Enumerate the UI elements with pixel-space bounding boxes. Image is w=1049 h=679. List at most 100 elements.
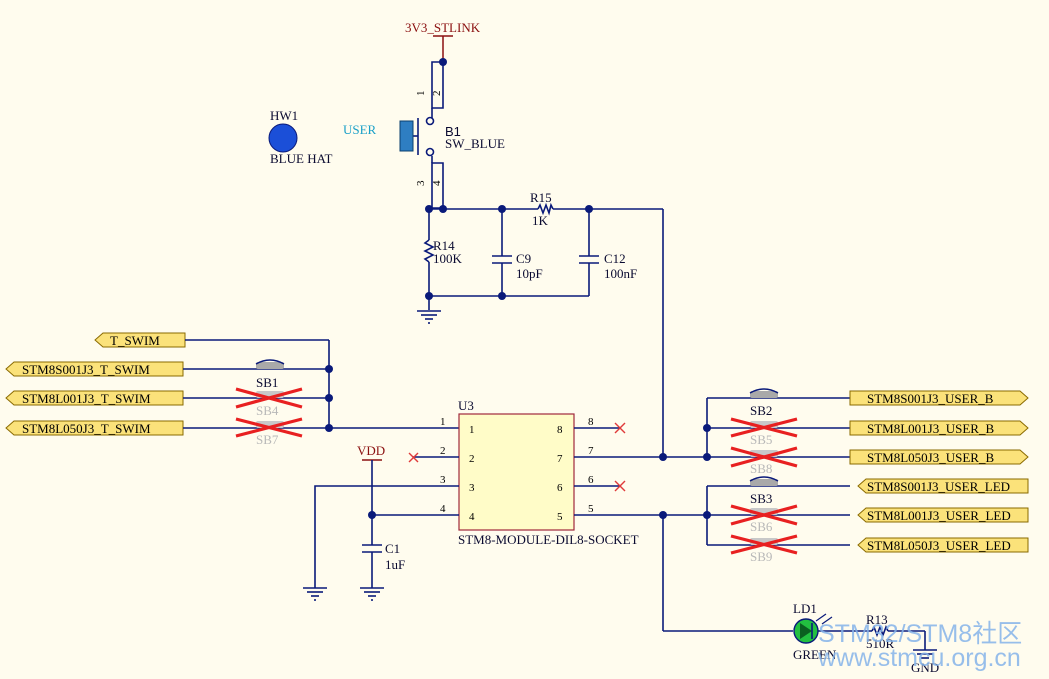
r15-ref: R15 [530, 190, 552, 205]
solder-bridge-sb9: SB9 [730, 534, 798, 564]
svg-text:SB6: SB6 [750, 519, 773, 534]
solder-bridge-sb1: SB1 [255, 359, 285, 390]
r15-value: 1K [532, 213, 549, 228]
led-ld1 [793, 613, 833, 644]
net-port-stm8l001j3-user-led: STM8L001J3_USER_LED [857, 507, 1029, 523]
u3-ref: U3 [458, 398, 474, 413]
b1-pin-4: 4 [431, 180, 443, 186]
capacitor-c1 [362, 544, 382, 553]
gnd-label: GND [911, 660, 939, 675]
u3-pin1-name: 1 [469, 424, 475, 436]
net-port-stm8l001j3-user-b: STM8L001J3_USER_B [849, 420, 1029, 436]
net-port-stm8l050j3-user-led: STM8L050J3_USER_LED [857, 537, 1029, 553]
solder-bridge-sb5: SB5 [730, 417, 798, 447]
resistor-r15 [537, 202, 554, 216]
u3-pin8-num: 8 [588, 416, 594, 428]
hw1-ref: HW1 [270, 108, 298, 123]
c1-ref: C1 [385, 541, 400, 556]
svg-text:SB5: SB5 [750, 432, 772, 447]
svg-text:SB9: SB9 [750, 549, 772, 564]
net-port-stm8s001j3-t-swim: STM8S001J3_T_SWIM [5, 361, 184, 377]
resistor-r14 [423, 239, 435, 263]
svg-text:SB1: SB1 [256, 375, 278, 390]
c12-ref: C12 [604, 251, 626, 266]
net-port-stm8s001j3-user-led: STM8S001J3_USER_LED [857, 478, 1029, 494]
b1-pin-2: 2 [431, 91, 443, 97]
no-connect-pin6 [614, 480, 626, 492]
net-port-stm8l050j3-t-swim: STM8L050J3_T_SWIM [5, 420, 184, 436]
solder-bridge-sb3: SB3 [749, 476, 779, 506]
b1-value: SW_BLUE [445, 136, 505, 151]
net-port-t-swim: T_SWIM [94, 332, 186, 348]
u3-pin6-name: 6 [557, 482, 563, 494]
svg-text:STM8L001J3_USER_LED: STM8L001J3_USER_LED [867, 508, 1011, 523]
svg-text:STM8S001J3_USER_LED: STM8S001J3_USER_LED [867, 479, 1010, 494]
r14-value: 100K [433, 251, 463, 266]
watermark-line2: www.stmcu.org.cn [817, 644, 1021, 672]
power-label-vdd: VDD [357, 443, 385, 458]
r13-value: 510R [866, 636, 895, 651]
svg-text:SB8: SB8 [750, 461, 772, 476]
ld1-value: GREEN [793, 647, 837, 662]
svg-text:STM8L050J3_USER_B: STM8L050J3_USER_B [867, 450, 994, 465]
u3-pin6-num: 6 [588, 474, 594, 486]
svg-text:SB4: SB4 [256, 403, 279, 418]
solder-bridge-sb2: SB2 [749, 388, 779, 418]
net-port-stm8l050j3-user-b: STM8L050J3_USER_B [849, 449, 1029, 465]
svg-text:SB3: SB3 [750, 491, 772, 506]
solder-bridge-sb6: SB6 [730, 504, 798, 534]
svg-text:STM8L001J3_T_SWIM: STM8L001J3_T_SWIM [22, 391, 151, 406]
no-connect-pin8 [614, 422, 626, 434]
ground-symbol-rc [417, 310, 441, 324]
svg-text:STM8L001J3_USER_B: STM8L001J3_USER_B [867, 421, 994, 436]
u3-pin8-name: 8 [557, 424, 563, 436]
svg-text:SB7: SB7 [256, 432, 279, 447]
ground-symbol-pin3 [303, 587, 327, 601]
no-connect-pin2 [408, 452, 419, 463]
svg-text:STM8S001J3_USER_B: STM8S001J3_USER_B [867, 391, 994, 406]
power-label-3v3-stlink: 3V3_STLINK [405, 20, 481, 35]
u3-pin5-name: 5 [557, 511, 563, 523]
b1-ref: B1 [445, 124, 461, 139]
solder-bridge-sb8: SB8 [730, 446, 798, 476]
solder-bridge-sb7: SB7 [235, 417, 303, 447]
c12-value: 100nF [604, 266, 637, 281]
push-button-b1: 1 2 3 4 [399, 61, 444, 209]
capacitor-c9 [492, 255, 512, 264]
net-port-stm8l001j3-t-swim: STM8L001J3_T_SWIM [5, 390, 184, 406]
u3-pin7-name: 7 [557, 453, 563, 465]
c9-value: 10pF [516, 266, 543, 281]
u3-pin2-name: 2 [469, 453, 475, 465]
r14-ref: R14 [433, 238, 455, 253]
u3-pin5-num: 5 [588, 503, 594, 515]
r13-ref: R13 [866, 612, 888, 627]
u3-pin3-name: 3 [469, 482, 475, 494]
capacitor-c12 [579, 255, 599, 264]
b1-pin-1: 1 [415, 91, 427, 97]
u3-pin7-num: 7 [588, 445, 594, 457]
u3-pin2-num: 2 [440, 445, 446, 457]
ground-symbol-led [913, 649, 937, 659]
svg-text:SB2: SB2 [750, 403, 772, 418]
blue-hat-icon [268, 123, 298, 153]
ground-symbol-c1 [360, 587, 384, 601]
net-port-stm8s001j3-user-b: STM8S001J3_USER_B [849, 390, 1029, 406]
solder-bridge-sb4: SB4 [235, 387, 303, 418]
button-user-label: USER [343, 122, 377, 137]
watermark-line1: STM32/STM8社区 [818, 620, 1022, 648]
hw1-value: BLUE HAT [270, 151, 333, 166]
svg-text:STM8L050J3_T_SWIM: STM8L050J3_T_SWIM [22, 421, 151, 436]
u3-pin1-num: 1 [440, 416, 446, 428]
c9-ref: C9 [516, 251, 531, 266]
svg-text:STM8L050J3_USER_LED: STM8L050J3_USER_LED [867, 538, 1011, 553]
svg-text:T_SWIM: T_SWIM [110, 333, 160, 348]
u3-pin3-num: 3 [440, 474, 446, 486]
ld1-ref: LD1 [793, 601, 817, 616]
resistor-r13 [871, 624, 889, 638]
u3-pin4-name: 4 [469, 511, 475, 523]
b1-pin-3: 3 [415, 180, 427, 186]
svg-text:STM8S001J3_T_SWIM: STM8S001J3_T_SWIM [22, 362, 150, 377]
u3-value: STM8-MODULE-DIL8-SOCKET [458, 532, 639, 547]
c1-value: 1uF [385, 557, 405, 572]
u3-pin4-num: 4 [440, 503, 446, 515]
